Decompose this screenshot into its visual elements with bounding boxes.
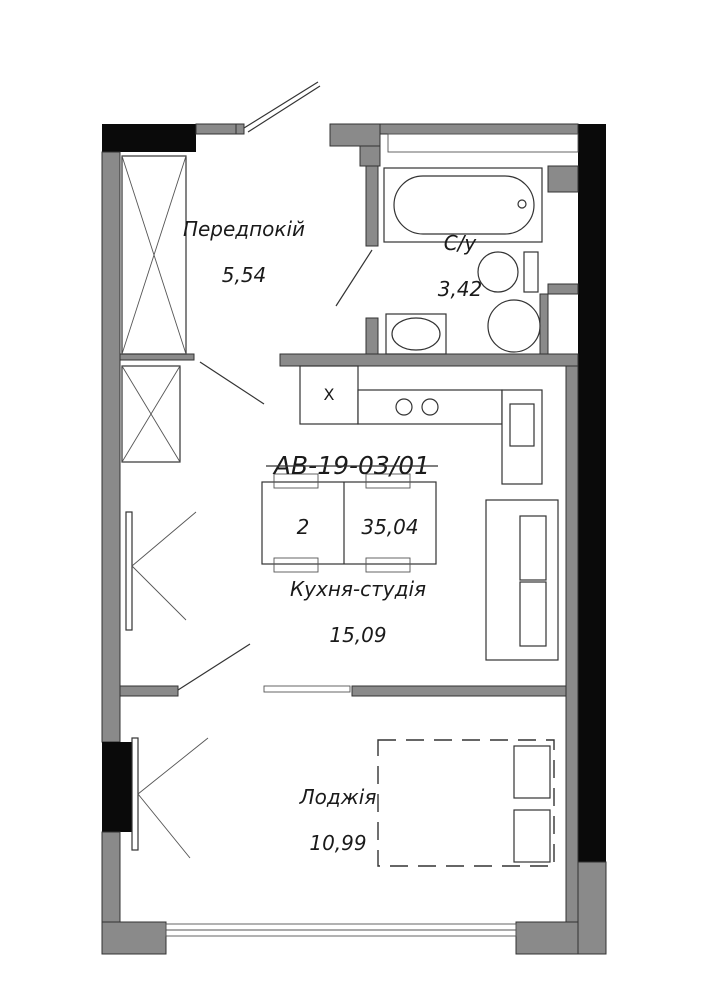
sofa: [485, 499, 559, 661]
wardrobe-diagonal-b: [121, 155, 187, 355]
washing-machine: [487, 299, 541, 353]
wall-loggia-left: [119, 685, 179, 697]
chair-1: [273, 473, 319, 489]
sofa-cushion-2: [519, 581, 547, 647]
wall-right-black: [578, 124, 606, 862]
hob-burner-1: [395, 398, 413, 416]
wall-top-right: [379, 123, 579, 135]
bathtub-drain: [517, 199, 527, 209]
entry-door-leaf: [243, 81, 319, 129]
sink-bowl: [391, 317, 441, 351]
bath-door-leaf: [335, 249, 373, 307]
chair-3: [273, 557, 319, 573]
chair-2: [365, 473, 411, 489]
wall-bath-right: [539, 293, 549, 355]
hall-door-leaf: [199, 361, 265, 405]
dining-table: [261, 473, 437, 573]
loggia-chair-1: [513, 745, 551, 799]
room-name-bathroom: С/у: [444, 231, 478, 255]
wall-shaft-bottom: [547, 283, 579, 295]
room-labels: Передпокій 5,54 С/у 3,42 Кухня-студія 15…: [183, 217, 482, 855]
entry-door-leaf-edge: [247, 85, 321, 133]
wall-top-bath: [329, 123, 381, 147]
sofa-cushion-1: [519, 515, 547, 581]
table-top: [261, 481, 437, 565]
wall-left-lower: [101, 831, 121, 923]
wall-top-entry-jamb: [235, 123, 245, 135]
room-area-bathroom: 3,42: [438, 277, 483, 301]
room-name-kitchen-studio: Кухня-студія: [290, 577, 426, 601]
wall-bottom-right-block: [515, 921, 579, 955]
kitchen-window: [125, 511, 133, 631]
cabinet-diagonal-b: [121, 365, 181, 463]
toilet-bowl: [477, 251, 519, 293]
wardrobe-outline: [121, 155, 187, 355]
loggia-window-swing-a: [137, 737, 209, 795]
room-name-hall: Передпокій: [183, 217, 305, 241]
chair-4: [365, 557, 411, 573]
room-count: 2: [297, 515, 310, 539]
loggia-door-track: [263, 685, 351, 693]
room-area-loggia: 10,99: [309, 831, 366, 855]
wall-bath-left-upper: [365, 165, 379, 247]
loggia-window-swing-b: [137, 793, 191, 859]
wall-top-left: [102, 124, 196, 152]
wall-kitchen-top: [279, 353, 579, 367]
doors: [125, 81, 373, 859]
bathroom-fixtures: [383, 167, 543, 355]
window-swing-b: [131, 565, 187, 621]
walls: [101, 123, 607, 955]
cabinet-outline: [121, 365, 181, 463]
apartment-summary: АВ-19-03/01 2 35,04: [266, 451, 438, 539]
hall-wardrobe: [121, 155, 187, 463]
wall-hall-bottom: [119, 353, 195, 361]
loggia-chair-2: [513, 809, 551, 863]
bathtub-inner: [393, 175, 535, 235]
window-bath: [387, 133, 579, 153]
window-swing-a: [131, 511, 197, 567]
kitchen-fixtures: X: [299, 365, 543, 485]
wall-bath-left-lower: [365, 317, 379, 355]
room-area-kitchen-studio: 15,09: [329, 623, 386, 647]
loggia-door-leaf: [177, 643, 251, 691]
wall-right-inner: [565, 365, 579, 923]
toilet-tank: [523, 251, 539, 293]
loggia-dashed-area: [377, 739, 555, 867]
hood-symbol: X: [324, 385, 335, 404]
loggia-window: [131, 737, 139, 851]
wall-shaft-top: [547, 165, 579, 193]
wall-loggia-right: [351, 685, 567, 697]
wall-left: [101, 151, 121, 743]
wall-left-loggia-black: [102, 742, 132, 832]
room-area-hall: 5,54: [222, 263, 267, 287]
wall-bath-corner: [359, 145, 381, 167]
total-area: 35,04: [361, 515, 418, 539]
wall-bottom-left-block: [101, 921, 167, 955]
kitchen-sink: [509, 403, 535, 447]
wall-top-entry-left: [195, 123, 237, 135]
loggia-furniture: [377, 739, 555, 867]
wall-right-lower: [577, 861, 607, 955]
hood-unit: [299, 365, 359, 425]
room-name-loggia: Лоджія: [299, 785, 377, 809]
hob-burner-2: [421, 398, 439, 416]
